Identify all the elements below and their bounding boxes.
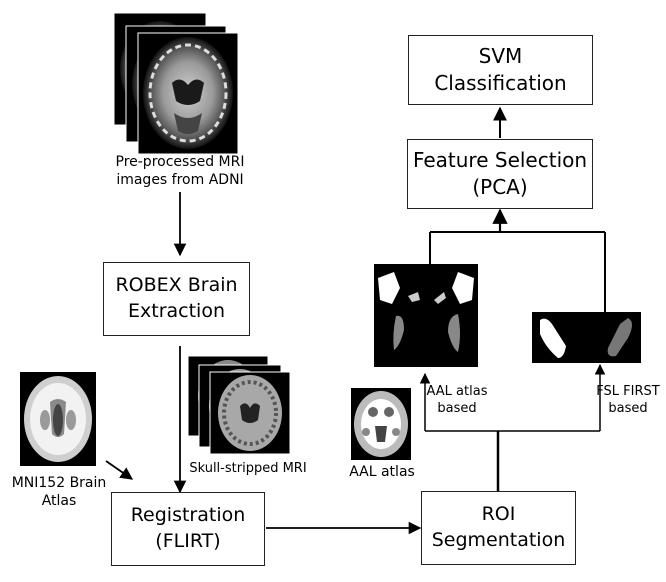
mni152-label: MNI152 Brain Atlas xyxy=(11,475,107,510)
roi-segmentation-box: ROI Segmentation xyxy=(421,491,576,565)
svm-classification-box: SVM Classification xyxy=(408,35,593,105)
feature-selection-box: Feature Selection (PCA) xyxy=(407,139,593,209)
roi-segmentation-label: ROI Segmentation xyxy=(431,503,566,551)
feature-selection-label: Feature Selection (PCA) xyxy=(412,148,588,199)
svm-label: SVM Classification xyxy=(434,44,567,95)
skull-stripped-label: Skull-stripped MRI xyxy=(189,461,307,476)
aal-roi-result-image xyxy=(374,264,478,367)
aal-atlas-image xyxy=(351,388,411,460)
fsl-first-label: FSL FIRST based xyxy=(596,384,660,416)
skull-stripped-mri-stack-image xyxy=(188,356,291,455)
registration-box: Registration (FLIRT) xyxy=(111,492,265,566)
robex-brain-extraction-box: ROBEX Brain Extraction xyxy=(103,262,250,336)
aal-atlas-label: AAL atlas xyxy=(349,464,415,480)
robex-label: ROBEX Brain Extraction xyxy=(115,274,238,322)
mni152-atlas-image xyxy=(20,372,96,466)
aal-based-label: AAL atlas based xyxy=(426,384,488,416)
preprocessed-mri-label: Pre-processed MRI images from ADNI xyxy=(115,154,245,189)
arrow-mni-to-registration xyxy=(105,460,134,480)
preprocessed-mri-stack-image xyxy=(114,13,239,155)
registration-label: Registration (FLIRT) xyxy=(130,504,246,552)
fsl-first-roi-result-image xyxy=(532,312,641,363)
